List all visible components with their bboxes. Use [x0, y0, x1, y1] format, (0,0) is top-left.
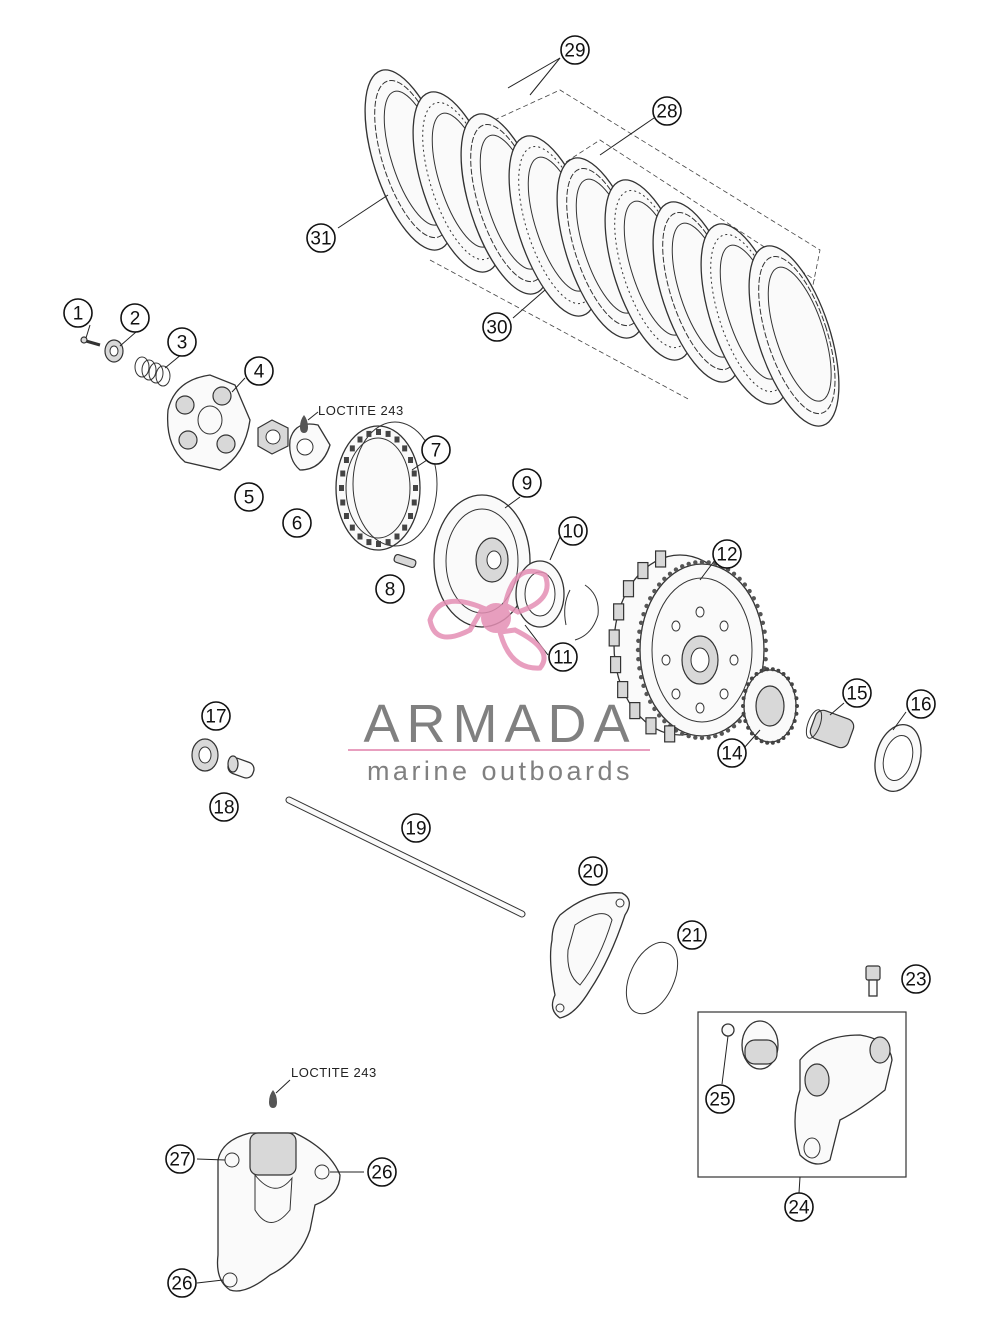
- callout-1: 1: [63, 298, 93, 328]
- svg-text:12: 12: [716, 545, 737, 566]
- part-16-thrust-washer: [874, 724, 922, 792]
- svg-text:31: 31: [310, 229, 331, 250]
- part-14-gear: [741, 667, 799, 745]
- callout-10: 10: [558, 516, 588, 546]
- callout-8: 8: [375, 574, 405, 604]
- propeller-logo-icon: [427, 568, 550, 671]
- brand-name: ARMADA: [363, 694, 636, 754]
- callout-27: 27: [165, 1144, 195, 1174]
- part-11-circlip: [564, 584, 599, 641]
- svg-text:15: 15: [846, 684, 867, 705]
- svg-text:1: 1: [73, 304, 84, 325]
- part-3-spring: [134, 356, 171, 387]
- svg-text:10: 10: [562, 522, 583, 543]
- svg-text:29: 29: [564, 41, 585, 62]
- svg-text:17: 17: [205, 707, 226, 728]
- callout-2: 2: [120, 303, 150, 333]
- svg-text:25: 25: [709, 1090, 730, 1111]
- callout-29: 29: [560, 35, 590, 65]
- loctite-label: LOCTITE 243: [291, 1065, 377, 1080]
- part-18-bushing: [227, 755, 255, 779]
- callout-25: 25: [705, 1084, 735, 1114]
- part-6-lock-washer: [289, 423, 331, 471]
- svg-text:6: 6: [292, 514, 303, 535]
- callout-17: 17: [201, 701, 231, 731]
- callout-3: 3: [167, 327, 197, 357]
- callout-9: 9: [512, 468, 542, 498]
- svg-text:21: 21: [681, 926, 702, 947]
- callout-23: 23: [901, 964, 931, 994]
- part-4-pressure-plate: [166, 374, 251, 471]
- svg-text:30: 30: [486, 318, 507, 339]
- callout-14: 14: [717, 738, 747, 768]
- svg-text:9: 9: [522, 474, 533, 495]
- part-21-o-ring: [625, 941, 679, 1015]
- callout-31: 31: [306, 223, 336, 253]
- part-24-slave-cylinder-box: [697, 1011, 907, 1178]
- part-7-inner-hub: [335, 421, 438, 551]
- svg-text:26: 26: [171, 1274, 192, 1295]
- svg-text:28: 28: [656, 102, 677, 123]
- svg-text:19: 19: [405, 819, 426, 840]
- callout-18: 18: [209, 792, 239, 822]
- loctite-label: LOCTITE 243: [318, 403, 404, 418]
- callout-16: 16: [906, 689, 936, 719]
- svg-text:14: 14: [721, 744, 743, 765]
- svg-text:26: 26: [371, 1163, 392, 1184]
- cover-assembly: [216, 1132, 341, 1292]
- svg-text:5: 5: [244, 488, 255, 509]
- callout-26: 26: [167, 1268, 197, 1298]
- watermark: ARMADA marine outboards: [348, 568, 650, 786]
- svg-text:11: 11: [553, 648, 573, 669]
- callout-12: 12: [712, 539, 742, 569]
- svg-text:24: 24: [788, 1198, 810, 1219]
- svg-text:7: 7: [431, 441, 442, 462]
- clutch-plate-stack: [364, 69, 840, 427]
- callout-19: 19: [401, 813, 431, 843]
- part-25-piston: [721, 1020, 779, 1070]
- svg-text:23: 23: [905, 970, 926, 991]
- part-23-bleed-screw: [865, 965, 881, 997]
- part-2-washer: [104, 339, 124, 363]
- callout-21: 21: [677, 920, 707, 950]
- brand-subtitle: marine outboards: [367, 756, 633, 786]
- loctite-drop-icon: [300, 415, 308, 433]
- callout-30: 30: [482, 312, 512, 342]
- callout-11: 11: [548, 642, 578, 672]
- callout-7: 7: [421, 435, 451, 465]
- svg-text:16: 16: [910, 695, 931, 716]
- svg-text:3: 3: [177, 333, 188, 354]
- callout-20: 20: [578, 856, 608, 886]
- part-20-gasket: [549, 892, 630, 1019]
- svg-text:27: 27: [169, 1150, 190, 1171]
- part-19-push-rod: [285, 796, 526, 918]
- loctite-drop-icon: [269, 1090, 277, 1108]
- svg-text:20: 20: [582, 862, 603, 883]
- callout-6: 6: [282, 508, 312, 538]
- callout-24: 24: [784, 1192, 814, 1222]
- svg-text:18: 18: [213, 798, 234, 819]
- part-5-nut: [257, 419, 289, 455]
- callout-15: 15: [842, 678, 872, 708]
- part-12-outer-clutch-basket: [608, 550, 769, 743]
- callout-26: 26: [367, 1157, 397, 1187]
- callout-28: 28: [652, 96, 682, 126]
- callout-4: 4: [244, 356, 274, 386]
- svg-text:4: 4: [254, 362, 265, 383]
- part-15-needle-bearing: [805, 709, 855, 749]
- part-8-spring-pin: [393, 553, 417, 569]
- part-17-seal: [191, 738, 219, 772]
- callout-5: 5: [234, 482, 264, 512]
- part-1-screw: [80, 336, 101, 347]
- svg-text:2: 2: [130, 309, 141, 330]
- svg-text:8: 8: [385, 580, 396, 601]
